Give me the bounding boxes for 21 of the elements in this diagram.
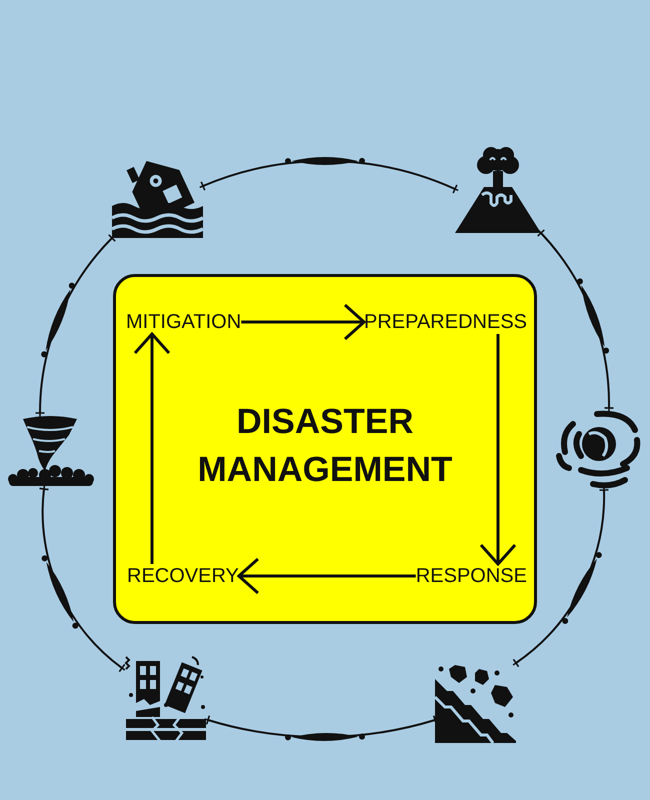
curved-connector xyxy=(512,488,608,668)
curved-connector xyxy=(39,486,126,672)
panel-heading: DISASTER MANAGEMENT xyxy=(196,401,454,491)
phase-label: RECOVERY xyxy=(127,564,239,588)
phase-label: MITIGATION xyxy=(126,310,242,334)
volcano-icon xyxy=(455,145,541,233)
curved-connector xyxy=(200,157,458,194)
curved-connector xyxy=(537,229,614,412)
center-panel xyxy=(113,274,537,624)
curved-connector xyxy=(36,234,116,416)
arrow xyxy=(241,304,366,340)
phase-label: PREPAREDNESS xyxy=(364,310,527,334)
hurricane-icon xyxy=(553,408,640,490)
curved-connector xyxy=(204,716,436,741)
arrow xyxy=(480,334,516,566)
tornado-icon xyxy=(5,413,95,489)
phase-label: RESPONSE xyxy=(416,564,527,588)
collapsed-building-icon xyxy=(122,655,208,741)
arrow xyxy=(134,332,170,564)
landslide-icon xyxy=(435,663,516,743)
arrow xyxy=(237,558,416,594)
